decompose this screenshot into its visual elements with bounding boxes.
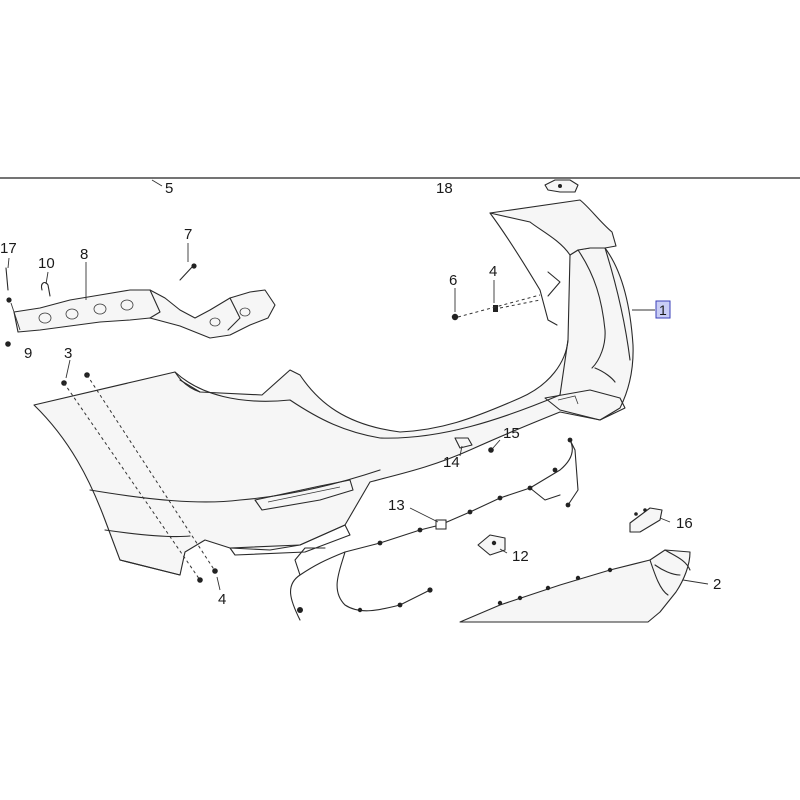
callout-13: 13: [388, 497, 405, 514]
bumper-fascia[interactable]: [33, 199, 634, 576]
callout-2: 2: [713, 576, 721, 593]
callout-6: 6: [449, 272, 457, 289]
upper-bracket-18[interactable]: [544, 179, 579, 193]
callout-10: 10: [38, 255, 55, 272]
callout-4-lower: 4: [218, 591, 226, 608]
callout-3: 3: [64, 345, 72, 362]
sensor-bracket-12[interactable]: [477, 534, 506, 556]
energy-absorber-bracket[interactable]: [13, 289, 276, 339]
callouts: 5 18 17 10 8 7 9 3 6 4 15 14 13 12 16 2 …: [0, 180, 721, 608]
callout-7: 7: [184, 226, 192, 243]
clip-15[interactable]: [488, 447, 494, 453]
callout-17: 17: [0, 240, 17, 257]
callout-14: 14: [443, 454, 460, 471]
callout-1-highlight: [655, 300, 671, 319]
callout-1: 1: [659, 302, 667, 318]
callout-12: 12: [512, 548, 529, 565]
reflector-16[interactable]: [629, 507, 663, 533]
callout-16: 16: [676, 515, 693, 532]
leader-lines: [7, 179, 709, 591]
callout-5: 5: [165, 180, 173, 197]
clip-14[interactable]: [454, 437, 473, 449]
callout-18: 18: [436, 180, 453, 197]
callout-8: 8: [80, 246, 88, 263]
callout-15: 15: [503, 425, 520, 442]
callout-9: 9: [24, 345, 32, 362]
callout-4-upper: 4: [489, 263, 497, 280]
assembly-lines: [63, 294, 541, 581]
fasteners: [5, 263, 498, 583]
wiring-harness[interactable]: [290, 437, 579, 621]
lower-valance[interactable]: [459, 549, 691, 623]
